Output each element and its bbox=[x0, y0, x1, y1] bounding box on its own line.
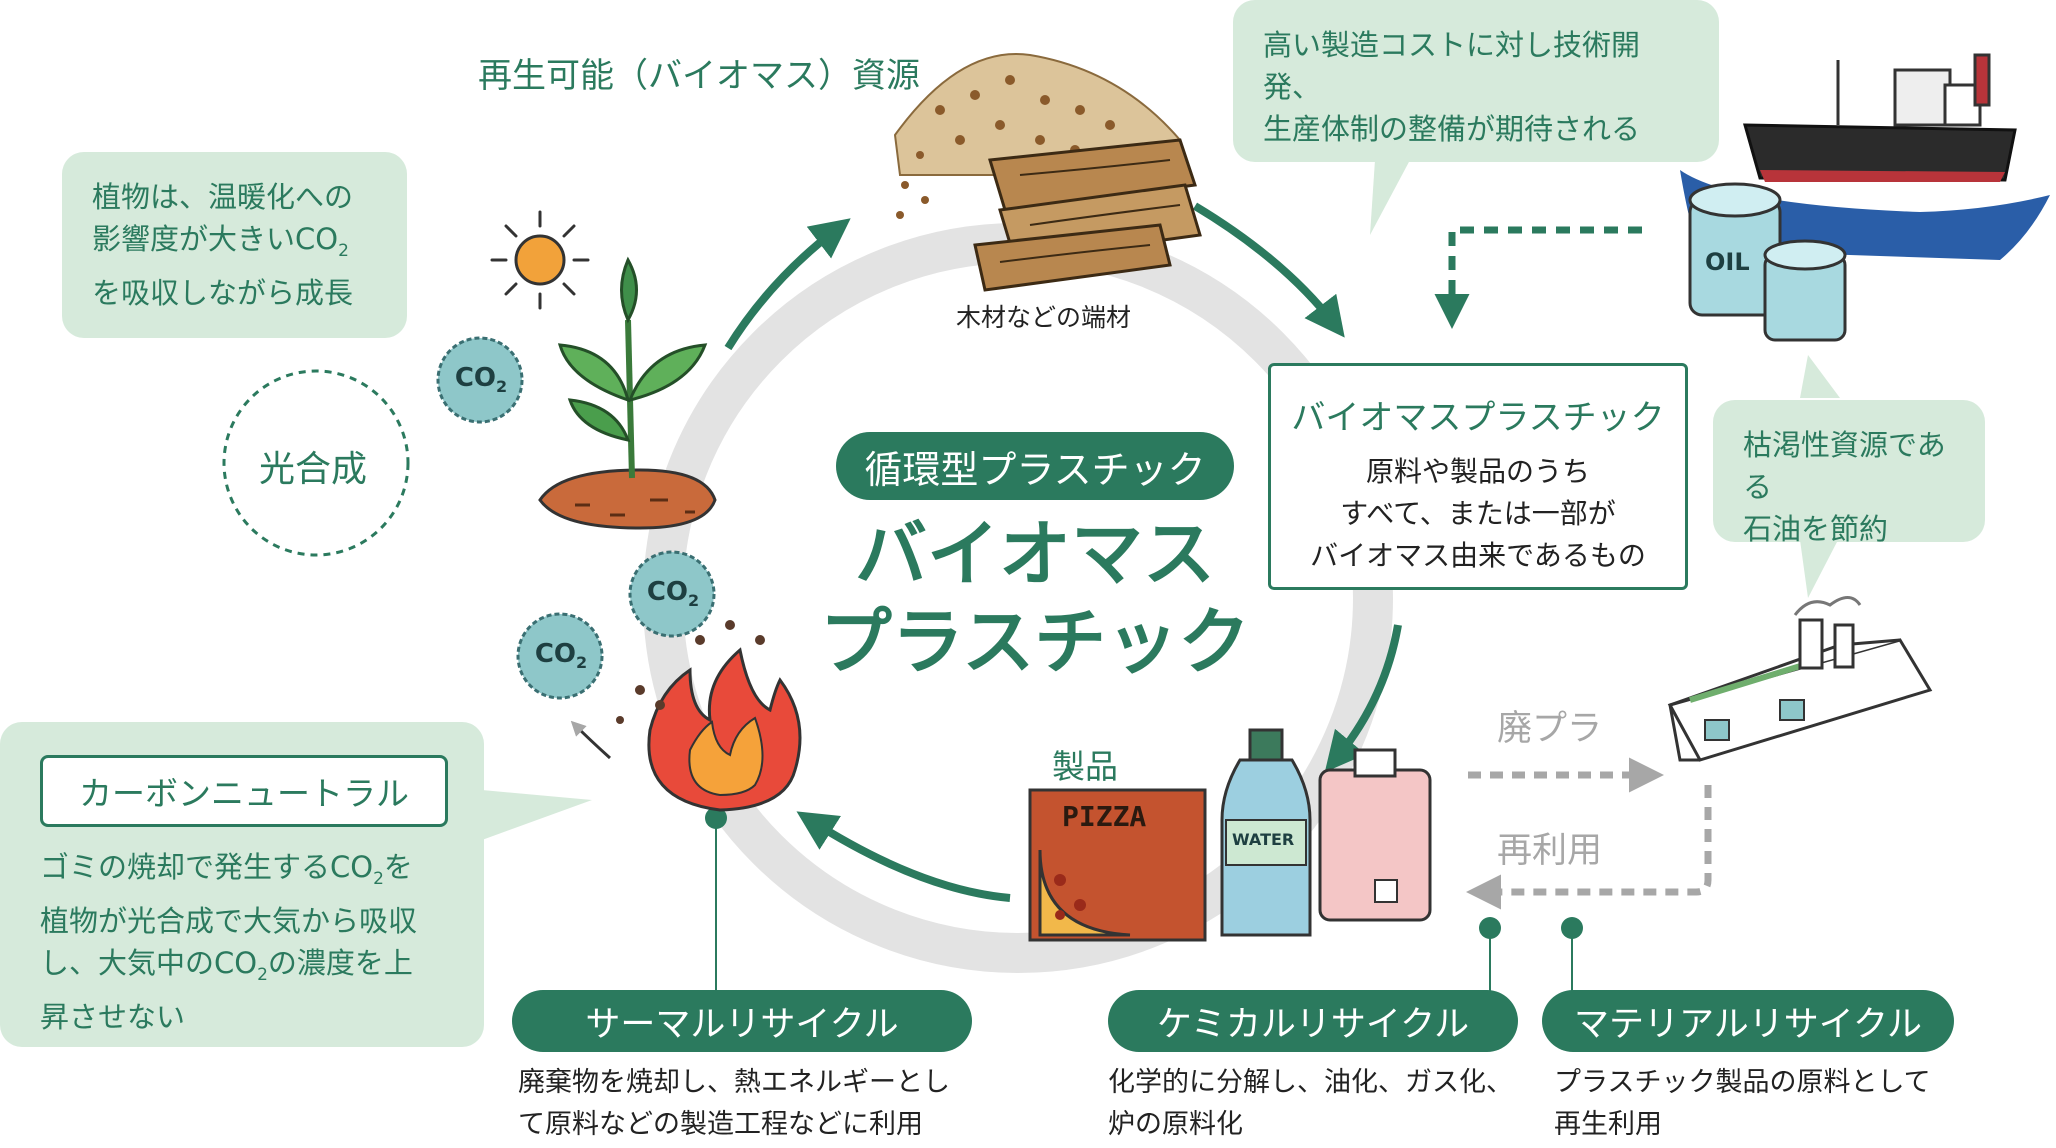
biomass-plastic-box-line2: すべて、または一部が bbox=[1340, 497, 1616, 530]
reuse-dashed-arrow bbox=[1466, 785, 1712, 910]
pouch-illustration bbox=[1318, 748, 1432, 922]
thermal-connector-dot bbox=[705, 807, 727, 829]
cycle-arrow-bottom bbox=[796, 811, 1011, 902]
wood-scraps-label: 木材などの端材 bbox=[956, 303, 1132, 332]
sun-illustration bbox=[490, 210, 590, 310]
co2-text: CO bbox=[646, 577, 689, 607]
material-recycle-caption: プラスチック製品の原料として 再生利用 bbox=[1554, 1062, 1974, 1146]
carbon-neutral-title: カーボンニュートラル bbox=[40, 755, 448, 827]
thermal-recycle-pill: サーマルリサイクル bbox=[512, 990, 972, 1052]
chemical-line2: 炉の原料化 bbox=[1108, 1109, 1243, 1140]
center-title-line2: プラスチック bbox=[819, 600, 1251, 684]
plant-line2: 影響度が大きいCO2 bbox=[92, 222, 349, 261]
co2-text: CO bbox=[454, 363, 497, 393]
co2-icon-low bbox=[516, 612, 604, 700]
co2-label-low: CO2 bbox=[526, 639, 596, 672]
fire-illustration bbox=[570, 620, 802, 812]
petroleum-bubble: 枯渇性資源である 石油を節約 bbox=[1713, 400, 1985, 546]
oil-label: OIL bbox=[1705, 248, 1750, 276]
center-title-line1: バイオマス bbox=[854, 512, 1215, 596]
thermal-recycle-caption: 廃棄物を焼却し、熱エネルギーとし て原料などの製造工程などに利用 bbox=[518, 1062, 1018, 1146]
cost-bubble: 高い製造コストに対し技術開発、 生産体制の整備が期待される bbox=[1233, 0, 1719, 162]
plant-line1: 植物は、温暖化への bbox=[92, 180, 354, 214]
pizza-label: PIZZA bbox=[1062, 800, 1147, 833]
carbon-neutral-line2: 植物が光合成で大気から吸収 bbox=[40, 903, 418, 938]
cost-line2: 生産体制の整備が期待される bbox=[1263, 112, 1641, 146]
material-line1: プラスチック製品の原料として bbox=[1554, 1067, 1931, 1098]
co2-label-mid: CO2 bbox=[638, 577, 708, 610]
petroleum-line1: 枯渇性資源である bbox=[1743, 428, 1946, 504]
cost-line1: 高い製造コストに対し技術開発、 bbox=[1263, 28, 1641, 104]
wood-scraps-illustration bbox=[893, 53, 1202, 292]
oil-drums-illustration bbox=[1688, 182, 1847, 342]
biomass-plastic-box-line1: 原料や製品のうち bbox=[1365, 455, 1590, 488]
chemical-line1: 化学的に分解し、油化、ガス化、 bbox=[1108, 1067, 1513, 1098]
petroleum-line2: 石油を節約 bbox=[1743, 512, 1889, 546]
carbon-neutral-line4: 昇させない bbox=[40, 999, 186, 1034]
photosynthesis-circle bbox=[222, 369, 410, 557]
material-line2: 再生利用 bbox=[1554, 1109, 1662, 1140]
cycle-arrow-top-left bbox=[724, 218, 851, 351]
circular-plastic-pill: 循環型プラスチック bbox=[836, 432, 1234, 500]
biomass-resource-label: 再生可能（バイオマス）資源 bbox=[478, 56, 920, 96]
co2-sub: 2 bbox=[576, 653, 588, 673]
thermal-line2: て原料などの製造工程などに利用 bbox=[518, 1109, 923, 1140]
photosynthesis-label: 光合成 bbox=[258, 449, 367, 490]
material-recycle-pill: マテリアルリサイクル bbox=[1542, 990, 1954, 1052]
waste-plastic-label: 廃プラ bbox=[1497, 709, 1603, 749]
chemical-recycle-caption: 化学的に分解し、油化、ガス化、 炉の原料化 bbox=[1108, 1062, 1528, 1146]
products-label: 製品 bbox=[1052, 747, 1118, 786]
material-connector-dot bbox=[1561, 917, 1583, 939]
co2-sub: 2 bbox=[688, 591, 700, 611]
cycle-arrow-top-right bbox=[1192, 202, 1345, 338]
plant-info-bubble: 植物は、温暖化への 影響度が大きいCO2 を吸収しながら成長 bbox=[62, 152, 407, 338]
carbon-neutral-text: ゴミの焼却で発生するCO2を 植物が光合成で大気から吸収 し、大気中のCO2の濃… bbox=[40, 846, 480, 1038]
petroleum-dashed-arrow bbox=[1434, 226, 1642, 329]
reuse-label: 再利用 bbox=[1497, 831, 1603, 871]
plant-illustration bbox=[538, 256, 717, 530]
biomass-plastic-box-line3: バイオマス由来であるもの bbox=[1310, 539, 1646, 572]
co2-label-left: CO2 bbox=[446, 363, 516, 396]
co2-icon-mid bbox=[628, 550, 716, 638]
co2-text: CO bbox=[534, 639, 577, 669]
co2-icon-left bbox=[436, 336, 524, 424]
cycle-arrow-right bbox=[1324, 624, 1402, 773]
thermal-line1: 廃棄物を焼却し、熱エネルギーとし bbox=[518, 1067, 950, 1098]
pizza-box-illustration bbox=[1028, 788, 1207, 942]
chemical-connector-dot bbox=[1479, 917, 1501, 939]
biomass-plastic-box: バイオマスプラスチック 原料や製品のうち すべて、または一部が バイオマス由来で… bbox=[1268, 363, 1688, 590]
chemical-recycle-pill: ケミカルリサイクル bbox=[1108, 990, 1518, 1052]
center-title: バイオマス プラスチック bbox=[760, 510, 1310, 686]
co2-sub: 2 bbox=[496, 377, 508, 397]
water-bottle-illustration bbox=[1220, 728, 1312, 937]
biomass-plastic-box-title: バイオマスプラスチック bbox=[1291, 398, 1665, 438]
factory-illustration bbox=[1667, 596, 1933, 762]
plant-line3: を吸収しながら成長 bbox=[92, 275, 354, 310]
water-label: WATER bbox=[1232, 830, 1295, 849]
carbon-neutral-line3: し、大気中のCO2の濃度を上 bbox=[40, 945, 413, 985]
carbon-neutral-line1: ゴミの焼却で発生するCO2を bbox=[40, 850, 413, 889]
